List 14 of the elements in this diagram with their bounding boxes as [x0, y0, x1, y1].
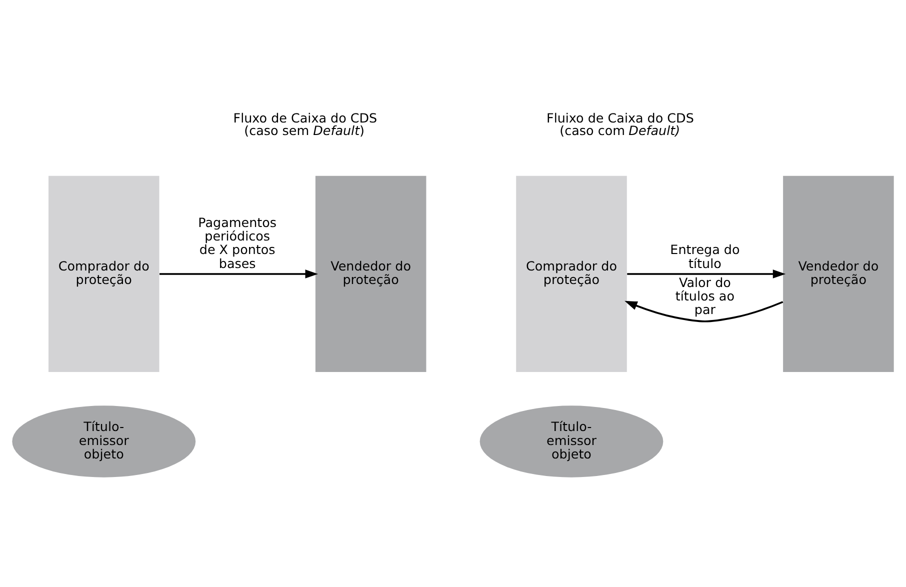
node-ellipse: Título-emissor objeto	[12, 406, 196, 478]
edge-label: Valor do títulos ao par	[675, 274, 734, 318]
node-box: Vendedor do proteção	[783, 176, 894, 372]
arrow	[624, 300, 784, 322]
node-box: Comprador do proteção	[48, 176, 160, 372]
arrow	[627, 270, 786, 278]
node-ellipse: Título-emissor objeto	[480, 406, 664, 478]
edge-label: Entrega do título	[670, 242, 740, 271]
label: Fluxo de Caixa do CDS (caso sem Default)	[233, 110, 378, 138]
label: Fluixo de Caixa do CDS (caso com Default)	[546, 110, 694, 138]
node-box: Vendedor do proteção	[315, 176, 426, 372]
node-box: Comprador do proteção	[516, 176, 627, 372]
arrow	[160, 270, 318, 278]
edge-label: Pagamentos periódicos de X pontos bases	[198, 214, 277, 271]
